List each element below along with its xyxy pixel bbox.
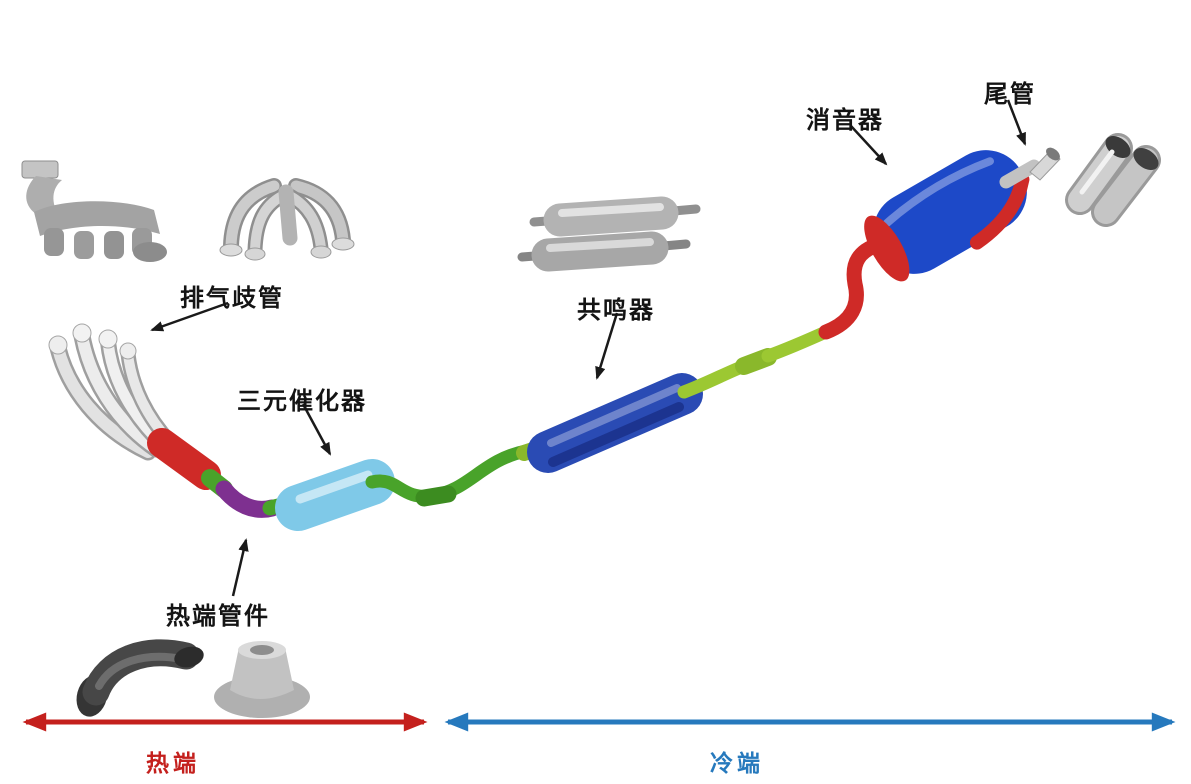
label-hot-end-pipe: 热端管件 [166,603,270,630]
label-resonator: 共鸣器 [577,297,655,324]
muffler-arrow [850,125,888,166]
tailpipe-photo [1065,133,1161,227]
cast-manifold-flange [21,160,59,179]
exhaust-pipe-render [147,236,888,531]
muffler-render [864,150,1030,282]
hot-pipe-red-section [147,428,221,490]
resonator-photo [517,196,701,272]
cold-pipe-red-section [818,236,888,340]
tailpipe-opening [1133,148,1159,170]
muffler-outlet-render [999,147,1061,189]
label-muffler: 消音器 [806,107,884,134]
tailpipe-arrow [1006,99,1027,146]
catalytic-converter-arrow [301,403,332,456]
resonator-arrow [595,312,619,380]
callout-arrows [150,99,1027,597]
resonator-render [527,373,703,473]
label-hot-end-zone: 热端 [146,750,200,776]
catalytic-converter-render [275,459,395,531]
muffler-end-cap [864,215,910,282]
hot-end-pipe-arrow [231,538,249,597]
exhaust-manifold-photo-cast [21,160,167,262]
label-cold-end-zone: 冷端 [710,750,764,776]
label-catalytic-converter: 三元催化器 [237,388,367,415]
label-exhaust-manifold: 排气歧管 [180,285,284,312]
exhaust-manifold-arrow [150,301,229,332]
hot-end-parts-photo [76,639,310,718]
exhaust-manifold-photo-tubular [219,178,355,261]
label-tailpipe: 尾管 [984,81,1036,108]
